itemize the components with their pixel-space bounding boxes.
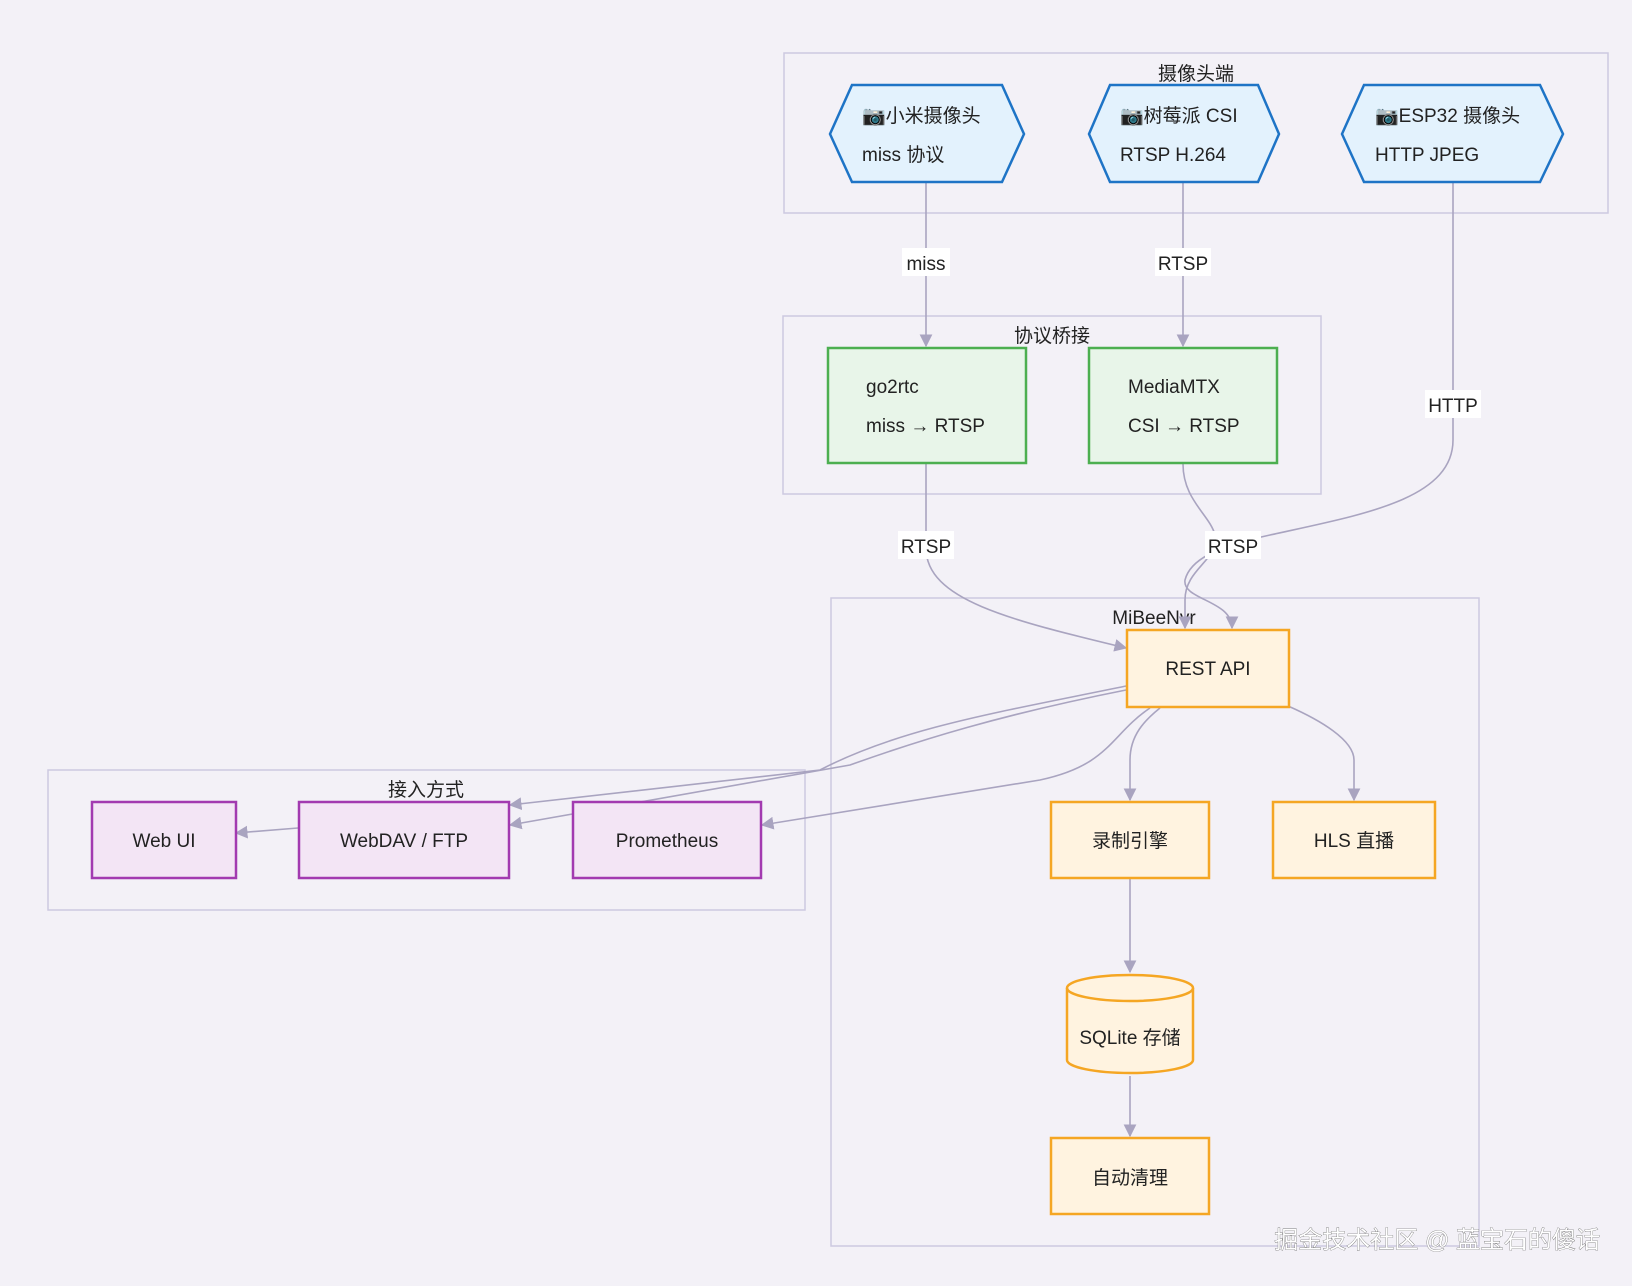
node-go2rtc-line1: go2rtc (866, 377, 919, 398)
svg-text:HTTP: HTTP (1428, 396, 1478, 417)
svg-text:Prometheus: Prometheus (616, 831, 718, 852)
node-esp32-line2: HTTP JPEG (1375, 145, 1479, 166)
edge-label-rtsp-go2rtc: RTSP (898, 531, 954, 559)
node-esp32-camera[interactable]: 📷ESP32 摄像头 HTTP JPEG (1340, 83, 1565, 184)
svg-text:REST API: REST API (1165, 659, 1250, 680)
edge-webdav-webui (234, 825, 299, 839)
group-access-label: 接入方式 (388, 779, 464, 801)
node-xiaomi-camera[interactable]: 📷小米摄像头 miss 协议 (828, 83, 1026, 184)
node-esp32-line1: 📷ESP32 摄像头 (1375, 105, 1520, 127)
svg-text:SQLite 存储: SQLite 存储 (1079, 1027, 1180, 1049)
node-xiaomi-line2: miss 协议 (862, 144, 944, 166)
node-go2rtc[interactable]: go2rtc miss → RTSP (826, 346, 1028, 465)
node-mediamtx[interactable]: MediaMTX CSI → RTSP (1087, 346, 1279, 465)
svg-text:HLS 直播: HLS 直播 (1314, 830, 1394, 852)
node-webdav-ftp[interactable]: WebDAV / FTP (297, 800, 511, 880)
node-auto-cleanup[interactable]: 自动清理 (1049, 1136, 1211, 1216)
node-sqlite-storage[interactable]: SQLite 存储 (1065, 973, 1195, 1075)
group-bridge-label: 协议桥接 (1014, 325, 1090, 347)
edge-label-http: HTTP (1425, 390, 1481, 418)
node-mediamtx-line2: CSI → RTSP (1128, 416, 1240, 437)
svg-text:WebDAV / FTP: WebDAV / FTP (340, 831, 468, 852)
node-rest-api[interactable]: REST API (1125, 628, 1291, 709)
edge-label-miss: miss (902, 248, 950, 276)
node-mediamtx-line1: MediaMTX (1128, 377, 1220, 398)
node-xiaomi-line1: 📷小米摄像头 (862, 105, 981, 127)
node-recorder[interactable]: 录制引擎 (1049, 800, 1211, 880)
node-web-ui[interactable]: Web UI (90, 800, 238, 880)
node-raspberry-camera[interactable]: 📷树莓派 CSI RTSP H.264 (1087, 83, 1281, 184)
edge-label-rtsp-mediamtx: RTSP (1205, 531, 1261, 559)
edge-api-recorder (1123, 707, 1161, 802)
group-core-label: MiBeeNvr (1112, 608, 1196, 629)
svg-text:RTSP: RTSP (901, 537, 951, 558)
svg-text:RTSP: RTSP (1208, 537, 1258, 558)
node-go2rtc-line2: miss → RTSP (866, 416, 985, 437)
node-prometheus[interactable]: Prometheus (571, 800, 763, 880)
edge-go2rtc-api (925, 464, 1128, 652)
node-hls-live[interactable]: HLS 直播 (1271, 800, 1437, 880)
node-raspberry-line2: RTSP H.264 (1120, 145, 1226, 166)
watermark-text: 掘金技术社区 @ 蓝宝石的傻话 (1274, 1227, 1600, 1254)
svg-text:RTSP: RTSP (1158, 254, 1208, 275)
edge-api-hls (1287, 705, 1361, 802)
edge-api-prometheus (760, 707, 1151, 830)
node-raspberry-line1: 📷树莓派 CSI (1120, 105, 1238, 127)
edge-api-webdav (508, 689, 1127, 830)
svg-text:miss: miss (906, 254, 945, 275)
svg-text:自动清理: 自动清理 (1092, 1167, 1168, 1189)
svg-text:录制引擎: 录制引擎 (1092, 830, 1168, 852)
svg-text:Web UI: Web UI (132, 831, 195, 852)
edge-label-rtsp-raspberry: RTSP (1155, 248, 1211, 276)
edge-api-webui (508, 685, 1127, 811)
group-cameras-label: 摄像头端 (1158, 63, 1234, 85)
